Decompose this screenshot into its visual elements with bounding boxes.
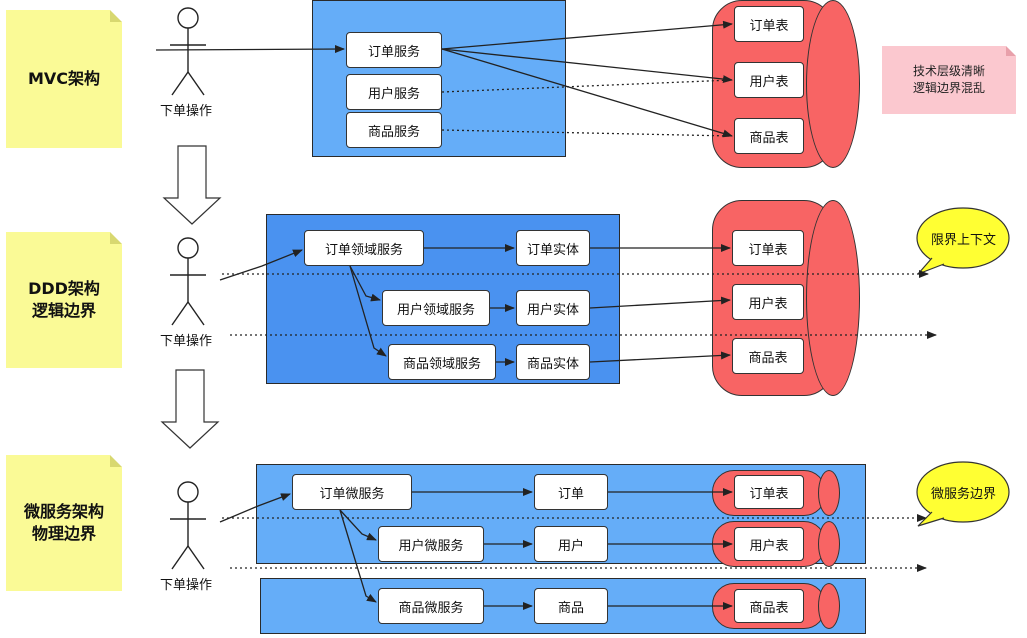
actor-label-1: 下单操作 (160, 104, 213, 119)
ddd-product-domain-service[interactable]: 商品领域服务 (388, 344, 496, 380)
mvc-order-service[interactable]: 订单服务 (346, 32, 442, 68)
down-arrow-2 (160, 369, 220, 449)
ddd-user-domain-service[interactable]: 用户领域服务 (382, 290, 490, 326)
row-title-ddd: DDD架构 逻辑边界 (28, 279, 100, 320)
micro-order-table[interactable]: 订单表 (734, 475, 804, 509)
row-note-microservice: 微服务架构 物理边界 (6, 455, 122, 591)
micro-user-db-cap (818, 521, 840, 567)
micro-product-db-cap (818, 583, 840, 629)
note-fold-corner (110, 10, 122, 22)
micro-user-service[interactable]: 用户微服务 (378, 526, 484, 562)
microservice-boundary-label: 微服务边界 (931, 487, 997, 502)
micro-user-table[interactable]: 用户表 (734, 527, 804, 561)
note-fold-corner (110, 455, 122, 467)
note-fold-corner (110, 232, 122, 244)
ddd-product-table[interactable]: 商品表 (732, 338, 804, 374)
actor-label-3: 下单操作 (160, 578, 213, 593)
actor-label-2: 下单操作 (160, 334, 213, 349)
ddd-database-cap (806, 200, 860, 396)
row-title-mvc: MVC架构 (27, 69, 101, 88)
micro-product-service[interactable]: 商品微服务 (378, 588, 484, 624)
row-title-microservice: 微服务架构 物理边界 (23, 502, 104, 543)
ddd-user-entity[interactable]: 用户实体 (516, 290, 590, 326)
mvc-comment-note: 技术层级清晰 逻辑边界混乱 (882, 46, 1016, 114)
mvc-user-table[interactable]: 用户表 (734, 62, 804, 98)
mvc-database-cap (806, 0, 860, 168)
micro-order-entity[interactable]: 订单 (534, 474, 608, 510)
mvc-comment-text: 技术层级清晰 逻辑边界混乱 (912, 64, 985, 95)
row-note-ddd: DDD架构 逻辑边界 (6, 232, 122, 368)
note-fold-corner (1006, 46, 1016, 56)
actor-icon-3 (170, 481, 206, 570)
micro-user-entity[interactable]: 用户 (534, 526, 608, 562)
ddd-user-table[interactable]: 用户表 (732, 284, 804, 320)
down-arrow-1 (162, 145, 222, 225)
mvc-order-table[interactable]: 订单表 (734, 6, 804, 42)
micro-product-entity[interactable]: 商品 (534, 588, 608, 624)
mvc-product-service[interactable]: 商品服务 (346, 112, 442, 148)
micro-order-db-cap (818, 470, 840, 516)
ddd-order-table[interactable]: 订单表 (732, 230, 804, 266)
bounded-context-label: 限界上下文 (931, 233, 997, 248)
ddd-order-entity[interactable]: 订单实体 (516, 230, 590, 266)
mvc-product-table[interactable]: 商品表 (734, 118, 804, 154)
actor-icon-1 (170, 7, 206, 96)
row-note-mvc: MVC架构 (6, 10, 122, 148)
mvc-user-service[interactable]: 用户服务 (346, 74, 442, 110)
micro-product-table[interactable]: 商品表 (734, 589, 804, 623)
microservice-boundary-bubble (916, 461, 1010, 527)
actor-icon-2 (170, 237, 206, 326)
micro-order-service[interactable]: 订单微服务 (292, 474, 412, 510)
ddd-product-entity[interactable]: 商品实体 (516, 344, 590, 380)
ddd-order-domain-service[interactable]: 订单领域服务 (304, 230, 424, 266)
